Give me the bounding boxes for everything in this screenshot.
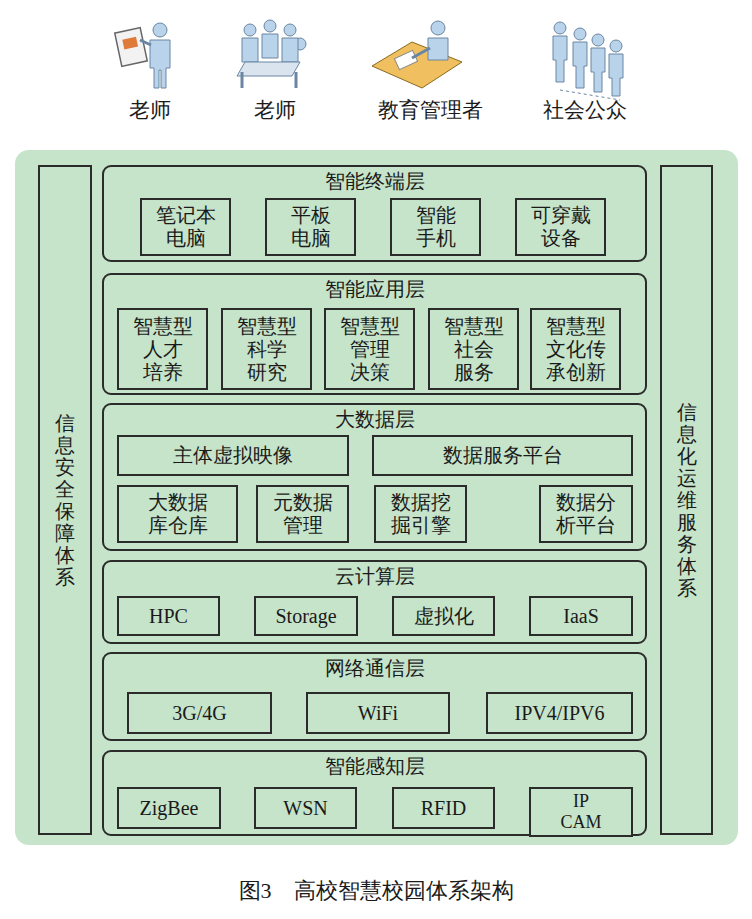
side-column: 信息安全保障体系	[38, 165, 92, 835]
module-box: 智慧型 科学 研究	[221, 308, 312, 390]
box-label: IP CAM	[560, 791, 601, 832]
box-label: 可穿戴 设备	[531, 204, 591, 250]
box-label: 数据挖 掘引擎	[391, 491, 451, 537]
box-label: 智能 手机	[416, 204, 456, 250]
module-box: 虚拟化	[392, 596, 495, 636]
module-box: WSN	[254, 787, 357, 829]
layer-box: 智能应用层智慧型 人才 培养智慧型 科学 研究智慧型 管理 决策智慧型 社会 服…	[102, 273, 647, 395]
module-box: 平板 电脑	[265, 198, 356, 256]
module-box: RFID	[392, 787, 495, 829]
box-label: 智慧型 人才 培养	[133, 315, 193, 384]
module-box: 数据服务平台	[372, 435, 633, 476]
module-box: 智慧型 管理 决策	[324, 308, 415, 390]
box-label: 平板 电脑	[291, 204, 331, 250]
box-label: 信息安全保障体系	[55, 412, 75, 588]
side-column: 信息化运维服务体系	[660, 165, 713, 835]
layer-title: 智能应用层	[104, 278, 645, 301]
manager-icon	[372, 21, 462, 88]
module-box: IP CAM	[529, 787, 633, 837]
box-label: RFID	[421, 797, 467, 820]
module-box: 智慧型 文化传 承创新	[530, 308, 621, 390]
module-box: IaaS	[529, 596, 633, 636]
module-box: 大数据 库仓库	[117, 485, 238, 543]
module-box: 数据挖 掘引擎	[374, 485, 467, 543]
box-label: 笔记本 电脑	[156, 204, 216, 250]
module-box: ZigBee	[117, 787, 221, 829]
box-label: Storage	[275, 605, 336, 628]
layer-title: 智能感知层	[104, 755, 645, 778]
box-label: ZigBee	[140, 797, 199, 820]
layer-title: 大数据层	[104, 408, 645, 431]
box-label: IaaS	[563, 605, 599, 628]
layer-box: 云计算层 HPC Storage 虚拟化 IaaS	[102, 560, 647, 644]
box-label: 数据服务平台	[443, 444, 563, 467]
user-label: 社会公众	[543, 96, 627, 124]
module-box: IPV4/IPV6	[486, 692, 633, 734]
figure-caption: 图3 高校智慧校园体系架构	[239, 876, 514, 906]
box-label: HPC	[149, 605, 188, 628]
layer-box: 网络通信层 3G/4G WiFi IPV4/IPV6	[102, 652, 647, 741]
box-label: WSN	[283, 797, 327, 820]
module-box: 元数据 管理	[256, 485, 349, 543]
box-label: 主体虚拟映像	[173, 444, 293, 467]
module-box: 主体虚拟映像	[117, 435, 349, 476]
box-label: 智慧型 文化传 承创新	[546, 315, 606, 384]
module-box: 数据分 析平台	[539, 485, 633, 543]
layer-box: 智能感知层 ZigBee WSN RFID IP CAM	[102, 750, 647, 836]
user-label: 教育管理者	[378, 96, 483, 124]
module-box: 智能 手机	[390, 198, 481, 256]
module-box: HPC	[117, 596, 220, 636]
layer-title: 智能终端层	[104, 170, 645, 193]
module-box: 智慧型 社会 服务	[428, 308, 519, 390]
module-box: 3G/4G	[127, 692, 272, 734]
box-label: 信息化运维服务体系	[677, 401, 697, 599]
box-label: 3G/4G	[172, 702, 226, 725]
box-label: 数据分 析平台	[556, 491, 616, 537]
box-label: 虚拟化	[414, 605, 474, 628]
box-label: 大数据 库仓库	[148, 491, 208, 537]
module-box: 智慧型 人才 培养	[117, 308, 208, 390]
user-label: 老师	[129, 96, 171, 124]
teacher-icon	[115, 23, 170, 88]
module-box: 笔记本 电脑	[140, 198, 231, 256]
box-label: 智慧型 科学 研究	[237, 315, 297, 384]
module-box: WiFi	[306, 692, 450, 734]
layer-title: 网络通信层	[104, 657, 645, 680]
layer-title: 云计算层	[104, 565, 645, 588]
user-icons	[0, 0, 752, 150]
box-label: IPV4/IPV6	[514, 702, 604, 725]
layer-box: 大数据层主体虚拟映像 数据服务平台大数据 库仓库 元数据 管理 数据挖 掘引擎 数据分 …	[102, 403, 647, 551]
module-box: 可穿戴 设备	[515, 198, 606, 256]
module-box: Storage	[254, 596, 358, 636]
box-label: 智慧型 管理 决策	[340, 315, 400, 384]
layer-box: 智能终端层笔记本 电脑 平板 电脑 智能 手机 可穿戴 设备	[102, 165, 647, 262]
teachers-group-icon	[237, 20, 306, 88]
user-label: 老师	[254, 96, 296, 124]
box-label: 元数据 管理	[273, 491, 333, 537]
public-crowd-icon	[553, 22, 623, 100]
box-label: 智慧型 社会 服务	[444, 315, 504, 384]
box-label: WiFi	[358, 702, 398, 725]
